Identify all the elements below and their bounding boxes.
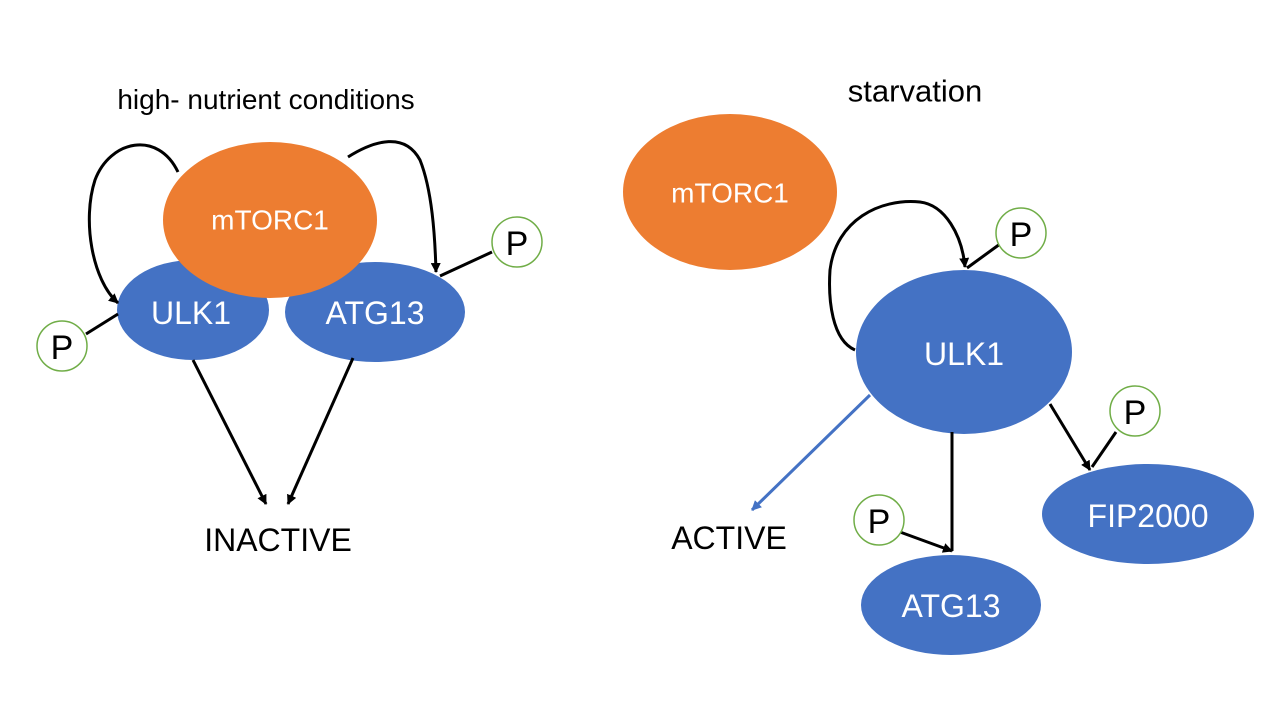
left-arrow-ulk1-to-inactive bbox=[191, 359, 268, 505]
right-ulk1-node bbox=[856, 270, 1072, 434]
right-mtorc1-label: mTORC1 bbox=[671, 178, 789, 209]
right-phospho-ulk1-badge bbox=[995, 207, 1047, 259]
right-phospho-atg13-connector bbox=[899, 530, 953, 553]
right-fip200-label: FIP2000 bbox=[1088, 498, 1209, 534]
right-panel-title: starvation bbox=[847, 73, 983, 109]
right-phospho-fip200-connector bbox=[1090, 431, 1118, 468]
left-panel-title: high- nutrient conditions bbox=[117, 84, 415, 115]
left-phospho-atg13-connector bbox=[439, 250, 493, 278]
left-phospho-ulk1-badge bbox=[36, 320, 88, 372]
left-phospho-atg13-badge bbox=[491, 216, 543, 268]
left-arrow-mtorc1-to-ulk1 bbox=[87, 143, 180, 305]
left-phospho-atg13-label: P bbox=[506, 225, 529, 263]
right-phospho-ulk1-connector bbox=[966, 242, 1001, 270]
right-state-label: ACTIVE bbox=[671, 520, 787, 556]
left-panel: mTORC1 ULK1 ATG13 P P bbox=[36, 140, 543, 505]
right-mtorc1-node bbox=[623, 114, 837, 270]
left-arrow-mtorc1-to-atg13 bbox=[347, 140, 441, 273]
right-arrow-ulk1-autophosphorylation bbox=[828, 200, 970, 352]
right-phospho-atg13-label: P bbox=[868, 503, 891, 541]
left-mtorc1-node bbox=[163, 142, 377, 298]
right-phospho-ulk1-label: P bbox=[1010, 216, 1033, 254]
right-phospho-fip200-badge bbox=[1109, 385, 1161, 437]
right-arrow-ulk1-to-active bbox=[750, 393, 872, 512]
right-phospho-atg13-badge bbox=[853, 494, 905, 546]
left-state-label: INACTIVE bbox=[204, 522, 352, 558]
right-fip200-node bbox=[1042, 464, 1254, 564]
left-ulk1-label: ULK1 bbox=[151, 295, 231, 331]
left-phospho-ulk1-connector bbox=[85, 312, 119, 336]
right-arrow-ulk1-to-fip200 bbox=[1048, 403, 1092, 471]
right-panel: mTORC1 ULK1 ATG13 FIP2000 P P P bbox=[623, 114, 1254, 655]
left-atg13-node bbox=[285, 262, 465, 362]
left-arrow-atg13-to-inactive bbox=[286, 357, 355, 505]
right-atg13-label: ATG13 bbox=[902, 588, 1001, 624]
left-mtorc1-label: mTORC1 bbox=[211, 205, 329, 236]
right-atg13-node bbox=[861, 555, 1041, 655]
left-phospho-ulk1-label: P bbox=[51, 329, 74, 367]
left-atg13-label: ATG13 bbox=[326, 295, 425, 331]
right-phospho-fip200-label: P bbox=[1124, 394, 1147, 432]
right-ulk1-label: ULK1 bbox=[924, 336, 1004, 372]
